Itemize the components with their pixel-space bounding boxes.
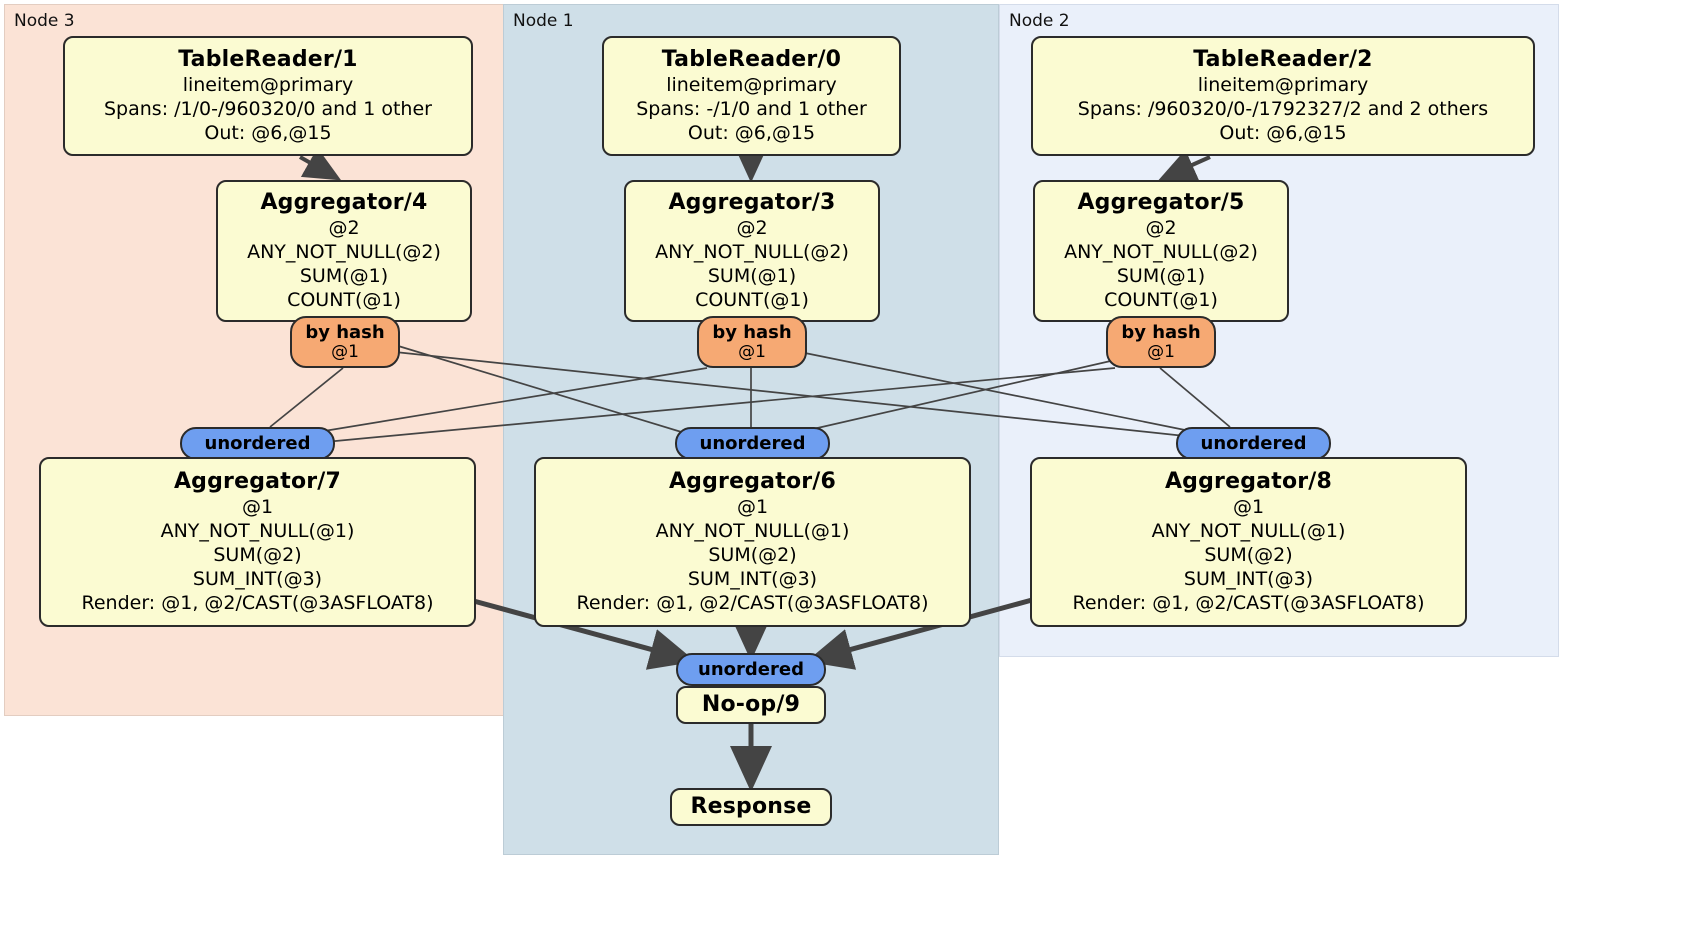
processor-line: Render: @1, @2/CAST(@3ASFLOAT8) [1072, 592, 1425, 614]
router-label: by hash [1121, 321, 1201, 343]
processor-line: SUM(@1) [1116, 265, 1206, 287]
processor-box-aggregator-8[interactable]: Aggregator/8 @1 ANY_NOT_NULL(@1) SUM(@2)… [1030, 457, 1467, 627]
processor-title: Aggregator/3 [668, 190, 836, 215]
processor-box-no-op-9[interactable]: No-op/9 [676, 686, 826, 724]
processor-line: SUM_INT(@3) [687, 568, 818, 590]
processor-line: Spans: /1/0-/960320/0 and 1 other [104, 98, 432, 120]
router-column: @1 [1147, 341, 1175, 362]
unordered-synchronizer-right[interactable]: unordered [1176, 427, 1331, 460]
node-panel-label: Node 3 [14, 11, 75, 31]
processor-box-table-reader-2[interactable]: TableReader/2 lineitem@primary Spans: /9… [1031, 36, 1535, 156]
router-label: by hash [305, 321, 385, 343]
processor-line: @2 [1145, 217, 1177, 239]
processor-title: No-op/9 [701, 692, 801, 717]
processor-title: Aggregator/6 [668, 469, 837, 494]
processor-title: TableReader/1 [178, 47, 358, 72]
synchronizer-label: unordered [699, 432, 806, 454]
unordered-synchronizer-final[interactable]: unordered [676, 653, 826, 686]
processor-line: lineitem@primary [1197, 74, 1369, 96]
processor-line: Out: @6,@15 [687, 122, 816, 144]
processor-title: Aggregator/8 [1164, 469, 1333, 494]
processor-box-response[interactable]: Response [670, 788, 832, 826]
node-panel-label: Node 2 [1009, 11, 1070, 31]
processor-line: @1 [1232, 496, 1265, 518]
processor-title: Aggregator/4 [260, 190, 428, 215]
hash-router-left[interactable]: by hash @1 [290, 316, 400, 368]
hash-router-right[interactable]: by hash @1 [1106, 316, 1216, 368]
processor-title: Aggregator/7 [173, 469, 342, 494]
processor-line: Out: @6,@15 [204, 122, 332, 144]
processor-line: SUM_INT(@3) [192, 568, 323, 590]
processor-box-aggregator-6[interactable]: Aggregator/6 @1 ANY_NOT_NULL(@1) SUM(@2)… [534, 457, 971, 627]
processor-line: lineitem@primary [666, 74, 837, 96]
processor-line: COUNT(@1) [287, 289, 401, 311]
router-column: @1 [738, 341, 766, 362]
processor-line: Render: @1, @2/CAST(@3ASFLOAT8) [576, 592, 929, 614]
processor-line: ANY_NOT_NULL(@2) [1064, 241, 1258, 263]
processor-box-table-reader-0[interactable]: TableReader/0 lineitem@primary Spans: -/… [602, 36, 901, 156]
processor-box-table-reader-1[interactable]: TableReader/1 lineitem@primary Spans: /1… [63, 36, 473, 156]
processor-line: COUNT(@1) [695, 289, 809, 311]
processor-line: ANY_NOT_NULL(@1) [655, 520, 850, 542]
processor-title: TableReader/0 [661, 47, 842, 72]
processor-line: ANY_NOT_NULL(@2) [247, 241, 441, 263]
processor-line: @2 [328, 217, 360, 239]
processor-line: Spans: /960320/0-/1792327/2 and 2 others [1077, 98, 1489, 120]
processor-box-aggregator-3[interactable]: Aggregator/3 @2 ANY_NOT_NULL(@2) SUM(@1)… [624, 180, 880, 322]
processor-box-aggregator-5[interactable]: Aggregator/5 @2 ANY_NOT_NULL(@2) SUM(@1)… [1033, 180, 1289, 322]
unordered-synchronizer-left[interactable]: unordered [180, 427, 335, 460]
processor-line: Spans: -/1/0 and 1 other [636, 98, 867, 120]
unordered-synchronizer-mid[interactable]: unordered [675, 427, 830, 460]
processor-line: SUM(@1) [299, 265, 389, 287]
processor-line: @1 [241, 496, 274, 518]
hash-router-mid[interactable]: by hash @1 [697, 316, 807, 368]
processor-title: TableReader/2 [1193, 47, 1373, 72]
processor-title: Aggregator/5 [1077, 190, 1245, 215]
processor-line: @2 [736, 217, 768, 239]
processor-box-aggregator-4[interactable]: Aggregator/4 @2 ANY_NOT_NULL(@2) SUM(@1)… [216, 180, 472, 322]
node-panel-label: Node 1 [513, 11, 574, 31]
processor-title: Response [690, 794, 812, 819]
processor-box-aggregator-7[interactable]: Aggregator/7 @1 ANY_NOT_NULL(@1) SUM(@2)… [39, 457, 476, 627]
processor-line: SUM(@2) [213, 544, 302, 566]
processor-line: SUM_INT(@3) [1183, 568, 1314, 590]
processor-line: lineitem@primary [182, 74, 354, 96]
processor-line: Out: @6,@15 [1219, 122, 1347, 144]
processor-line: @1 [736, 496, 769, 518]
processor-line: ANY_NOT_NULL(@1) [160, 520, 355, 542]
synchronizer-label: unordered [698, 658, 804, 680]
processor-line: SUM(@2) [708, 544, 797, 566]
router-column: @1 [331, 341, 359, 362]
synchronizer-label: unordered [1200, 432, 1307, 454]
synchronizer-label: unordered [204, 432, 311, 454]
processor-line: COUNT(@1) [1104, 289, 1218, 311]
processor-line: Render: @1, @2/CAST(@3ASFLOAT8) [81, 592, 434, 614]
processor-line: SUM(@2) [1204, 544, 1293, 566]
router-label: by hash [712, 321, 792, 343]
processor-line: SUM(@1) [707, 265, 797, 287]
processor-line: ANY_NOT_NULL(@1) [1151, 520, 1346, 542]
processor-line: ANY_NOT_NULL(@2) [655, 241, 849, 263]
